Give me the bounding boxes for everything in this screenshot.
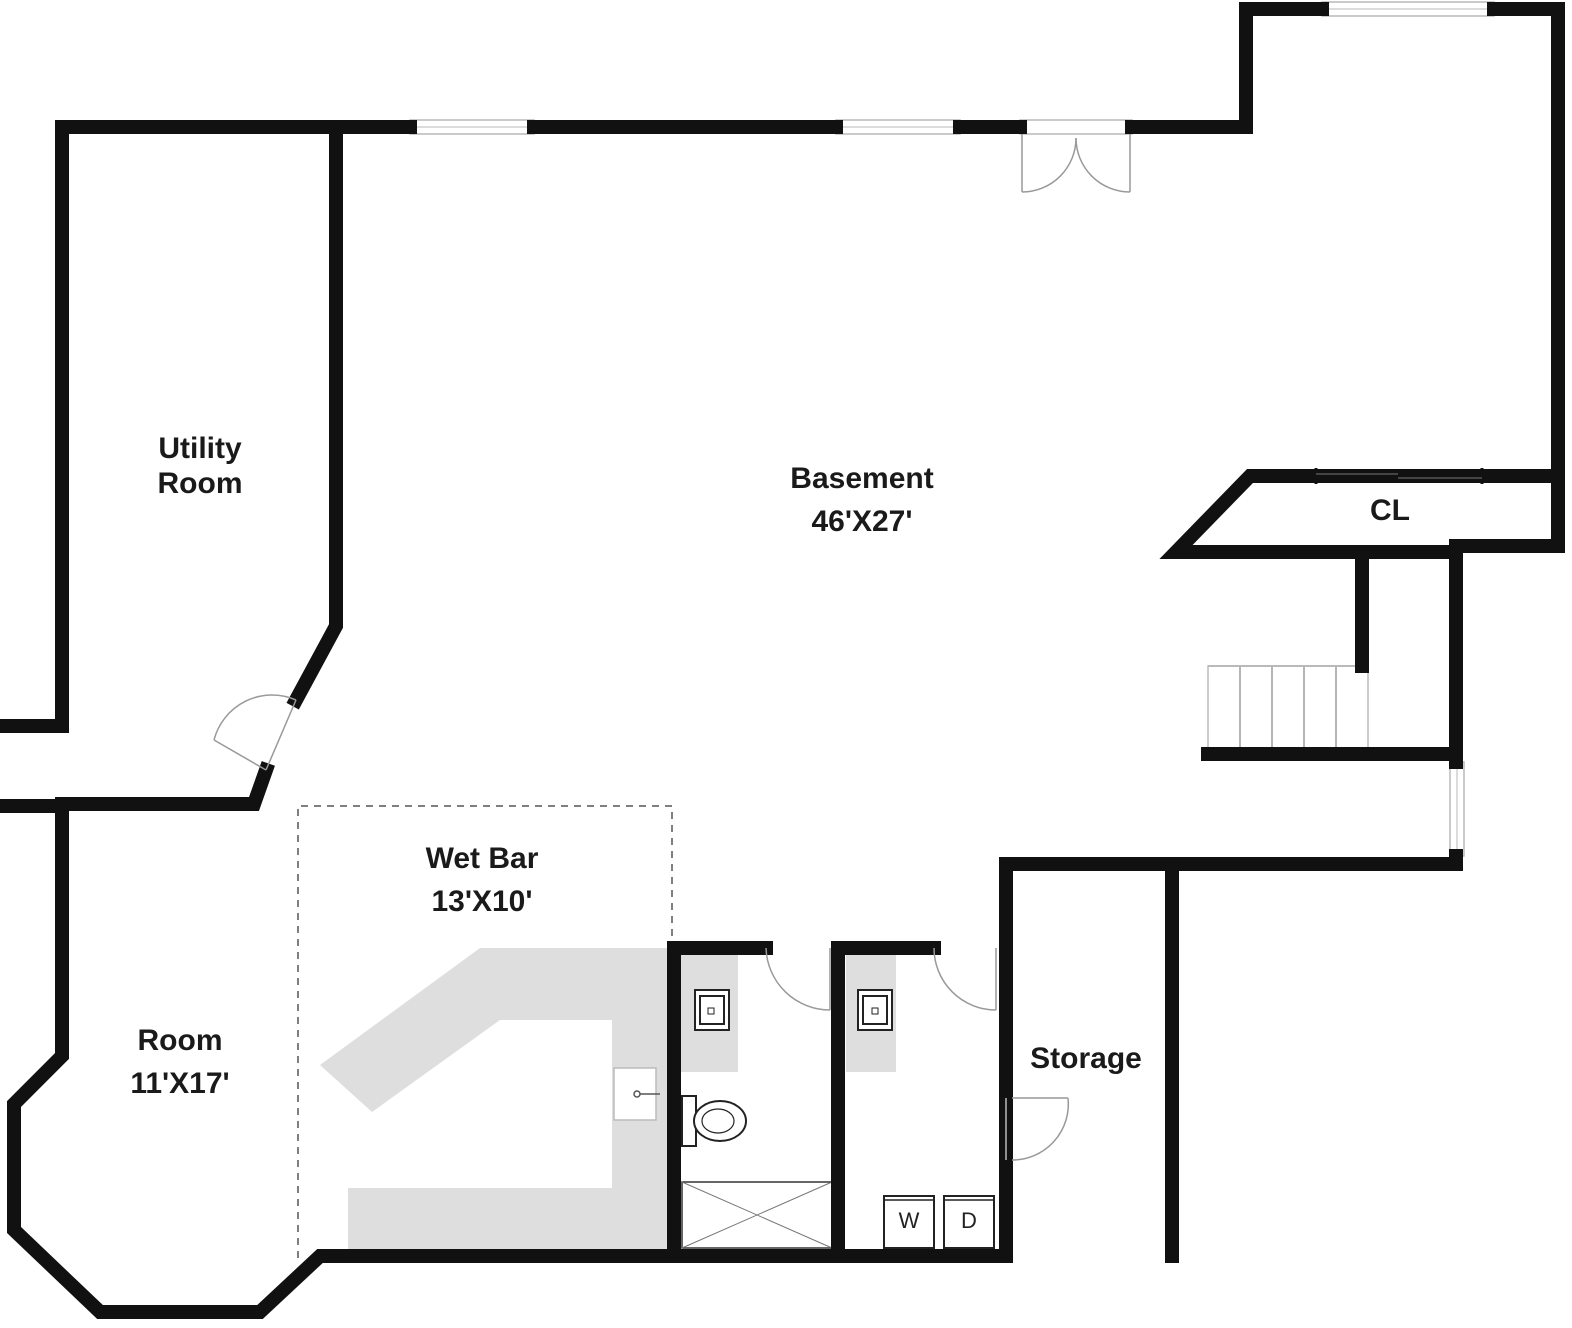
room-label: Room 11'X17' xyxy=(90,1024,270,1101)
door-swing-icon xyxy=(1021,134,1131,193)
stairs-icon xyxy=(1207,665,1369,755)
window-icon xyxy=(1019,119,1133,135)
bath2-sink-icon xyxy=(857,989,893,1031)
toilet-icon xyxy=(681,1095,747,1147)
utility-room-label: Utility Room xyxy=(130,432,270,501)
closet-label: CL xyxy=(1350,494,1430,529)
door-swing-icon xyxy=(765,947,831,1011)
shower-icon xyxy=(681,1181,833,1249)
dryer-icon xyxy=(943,1195,995,1249)
door-swing-icon xyxy=(1005,1097,1070,1161)
window-icon xyxy=(1321,1,1495,17)
wet-bar-size: 13'X10' xyxy=(431,884,533,918)
washer-icon xyxy=(883,1195,935,1249)
bar-sink-icon xyxy=(613,1067,657,1121)
basement-name: Basement xyxy=(790,462,934,495)
dryer-label: D xyxy=(961,1208,977,1233)
room-name: Room xyxy=(137,1024,223,1057)
wet-bar-counter xyxy=(320,948,668,1250)
storage-label: Storage xyxy=(1016,1042,1156,1077)
utility-room-name-line1: Utility xyxy=(158,432,242,465)
window-icon xyxy=(835,119,961,135)
closet-name: CL xyxy=(1370,494,1410,527)
basement-label: Basement 46'X27' xyxy=(762,462,962,539)
window-icon xyxy=(409,119,535,135)
washer-label: W xyxy=(898,1208,920,1233)
door-swing-icon xyxy=(213,694,297,771)
wet-bar-name: Wet Bar xyxy=(425,842,539,875)
door-swing-icon xyxy=(933,947,997,1011)
wet-bar-label: Wet Bar 13'X10' xyxy=(382,842,582,919)
wet-bar-boundary xyxy=(297,805,673,1258)
utility-room-name-line2: Room xyxy=(157,466,243,500)
bath1-sink-icon xyxy=(694,989,730,1031)
window-icon xyxy=(1449,761,1465,857)
room-size: 11'X17' xyxy=(130,1066,230,1100)
basement-size: 46'X27' xyxy=(811,504,913,538)
storage-name: Storage xyxy=(1030,1042,1142,1075)
closet-sliding-door-icon xyxy=(1314,468,1484,484)
